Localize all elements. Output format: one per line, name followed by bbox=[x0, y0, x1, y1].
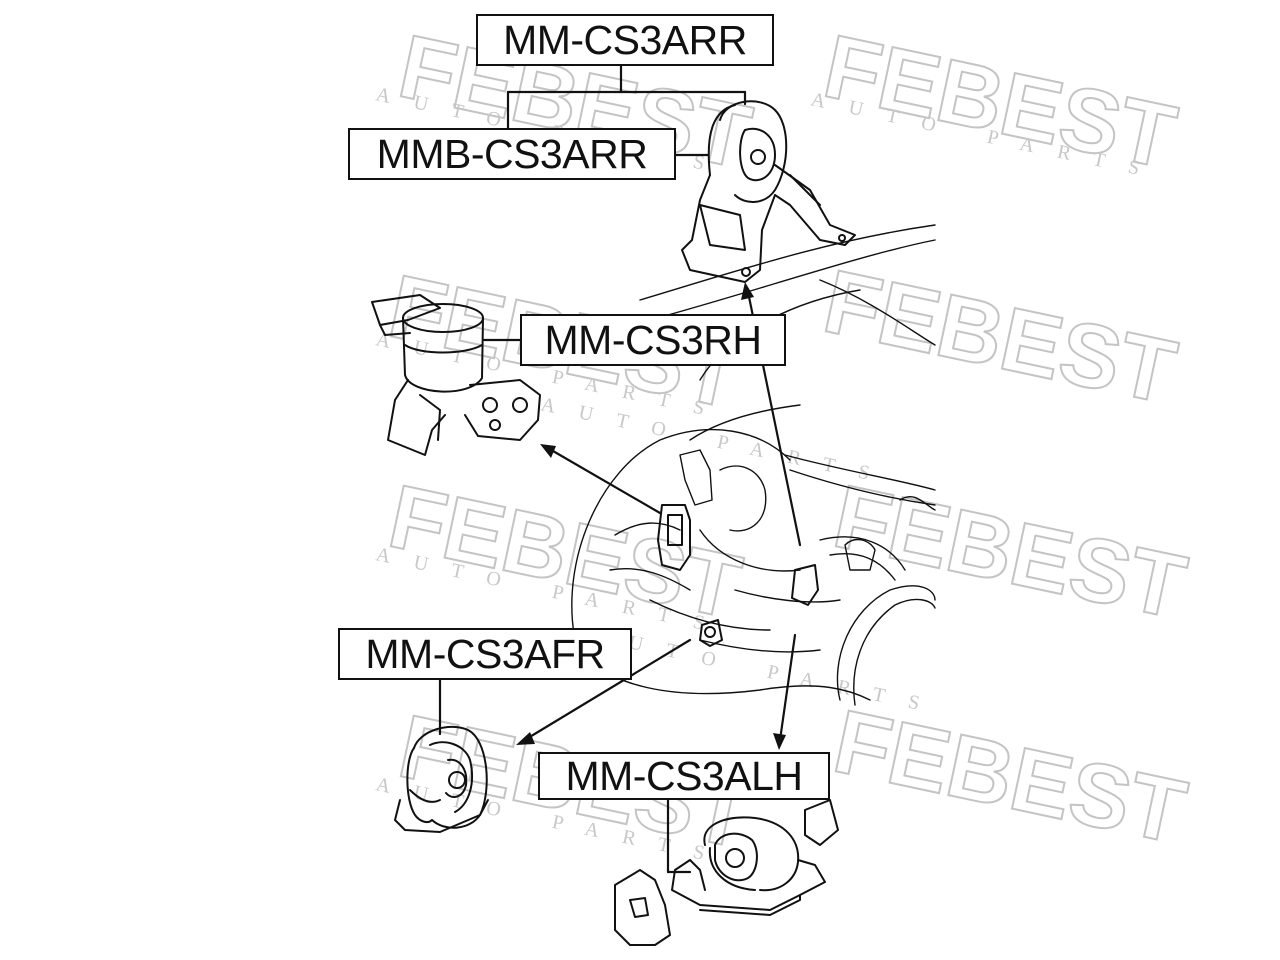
mount-mm-cs3arr-illustration bbox=[681, 100, 856, 283]
engine-centre-parts bbox=[657, 504, 819, 647]
arrowhead-down-left bbox=[516, 732, 535, 745]
watermark-brand: FEBEST bbox=[816, 252, 1184, 424]
watermark-subtitle: AUTO PARTS bbox=[589, 623, 945, 719]
car-body-outline bbox=[571, 224, 936, 706]
part-label-mmb-cs3arr: MMB-CS3ARR bbox=[348, 128, 676, 180]
mount-mm-cs3alh-illustration bbox=[614, 799, 839, 946]
mount-mm-cs3rh-illustration bbox=[371, 294, 541, 456]
watermark-brand: FEBEST bbox=[826, 467, 1194, 639]
part-label-mm-cs3arr: MM-CS3ARR bbox=[476, 14, 774, 66]
part-label-mm-cs3rh: MM-CS3RH bbox=[520, 314, 786, 366]
part-label-mm-cs3afr: MM-CS3AFR bbox=[338, 628, 632, 680]
arrowhead-down bbox=[773, 733, 786, 750]
arrowhead-up bbox=[741, 282, 754, 300]
leader-lines bbox=[438, 64, 747, 874]
arrowhead-left bbox=[540, 444, 556, 458]
mount-mm-cs3afr-illustration bbox=[394, 725, 489, 833]
arrowheads bbox=[516, 282, 786, 750]
part-label-mm-cs3alh: MM-CS3ALH bbox=[538, 752, 830, 800]
watermark-brand: FEBEST bbox=[826, 692, 1194, 864]
